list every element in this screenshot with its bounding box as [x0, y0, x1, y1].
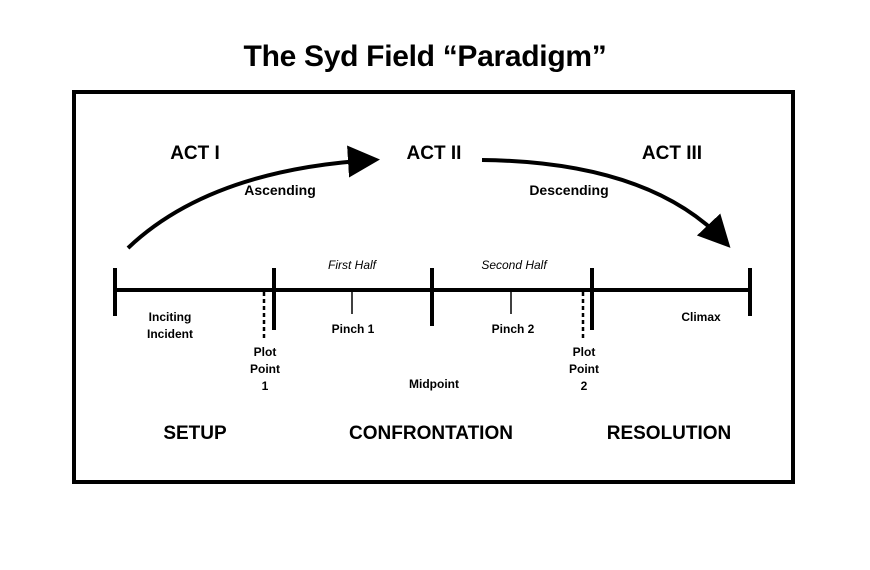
diagram-frame [72, 90, 795, 484]
inciting-line-2: Incident [146, 327, 193, 341]
act-1-label: ACT I [170, 143, 220, 164]
inciting-line-1: Inciting [148, 310, 192, 324]
diagram-title: The Syd Field “Paradigm” [243, 40, 607, 73]
plot-point-2-label: Plot Point 2 [557, 344, 611, 395]
pp2-line-2: Point [569, 362, 599, 376]
first-half-label: First Half [328, 258, 376, 272]
act-3-label: ACT III [641, 143, 703, 164]
pp1-line-3: 1 [261, 379, 269, 393]
pp2-line-3: 2 [580, 379, 588, 393]
second-half-label: Second Half [481, 258, 547, 272]
pinch-1-label: Pinch 1 [331, 322, 375, 336]
pp2-line-1: Plot [572, 345, 596, 359]
midpoint-label: Midpoint [409, 377, 459, 391]
resolution-label: RESOLUTION [606, 423, 732, 444]
climax-label: Climax [681, 310, 721, 324]
pp1-line-2: Point [250, 362, 280, 376]
ascending-arrow [126, 145, 380, 250]
act-2-label: ACT II [406, 143, 462, 164]
pinch-2-label: Pinch 2 [491, 322, 535, 336]
plot-point-1-label: Plot Point 1 [238, 344, 292, 395]
descending-label: Descending [529, 182, 609, 198]
pp1-line-1: Plot [253, 345, 277, 359]
ascending-label: Ascending [244, 182, 316, 198]
descending-arrow [481, 158, 731, 248]
setup-label: SETUP [163, 423, 227, 444]
confrontation-label: CONFRONTATION [349, 423, 513, 444]
inciting-incident-label: Inciting Incident [130, 309, 210, 343]
